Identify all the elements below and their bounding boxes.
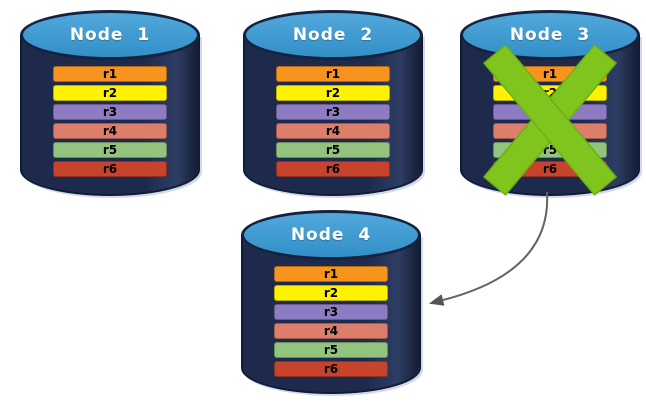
replica-label: r4 xyxy=(325,124,341,138)
node-2-replica-list: r1 r2 r3 r4 r5 r6 xyxy=(276,66,390,180)
replica-label: r6 xyxy=(323,362,339,376)
replica-bar-r4: r4 xyxy=(493,123,607,139)
replica-bar-r2: r2 xyxy=(274,285,388,301)
replica-bar-r5: r5 xyxy=(53,142,167,158)
replica-label: r3 xyxy=(542,105,558,119)
node-3-replica-list: r1 r2 r3 r4 r5 r6 xyxy=(493,66,607,180)
replica-bar-r4: r4 xyxy=(276,123,390,139)
replica-label: r1 xyxy=(323,267,339,281)
replica-label: r1 xyxy=(542,67,558,81)
replica-bar-r1: r1 xyxy=(53,66,167,82)
replica-bar-r3: r3 xyxy=(276,104,390,120)
replica-bar-r5: r5 xyxy=(276,142,390,158)
replica-label: r5 xyxy=(323,343,339,357)
replica-label: r2 xyxy=(325,86,341,100)
replica-label: r4 xyxy=(542,124,558,138)
node-1-title: Node 1 xyxy=(69,24,151,45)
replica-bar-r5: r5 xyxy=(274,342,388,358)
replica-label: r3 xyxy=(323,305,339,319)
node-4-cylinder-top: Node 4 xyxy=(241,210,421,260)
replica-bar-r3: r3 xyxy=(53,104,167,120)
replica-bar-r4: r4 xyxy=(274,323,388,339)
replica-bar-r2: r2 xyxy=(493,85,607,101)
node-4: Node 4 r1 r2 r3 r4 r5 r6 xyxy=(241,210,421,394)
node-4-replica-list: r1 r2 r3 r4 r5 r6 xyxy=(274,266,388,380)
failover-arrow xyxy=(428,191,549,306)
replica-label: r3 xyxy=(325,105,341,119)
replica-label: r6 xyxy=(102,162,118,176)
replica-bar-r3: r3 xyxy=(274,304,388,320)
replica-bar-r3: r3 xyxy=(493,104,607,120)
replica-label: r6 xyxy=(542,162,558,176)
replica-label: r4 xyxy=(102,124,118,138)
node-2: Node 2 r1 r2 r3 r4 r5 r6 xyxy=(243,10,423,196)
replica-label: r6 xyxy=(325,162,341,176)
node-4-title: Node 4 xyxy=(290,224,372,245)
replica-label: r3 xyxy=(102,105,118,119)
replica-bar-r6: r6 xyxy=(53,161,167,177)
replica-label: r4 xyxy=(323,324,339,338)
replica-bar-r6: r6 xyxy=(493,161,607,177)
replica-label: r1 xyxy=(102,67,118,81)
replica-label: r5 xyxy=(542,143,558,157)
replica-bar-r2: r2 xyxy=(53,85,167,101)
replica-label: r2 xyxy=(542,86,558,100)
replica-bar-r6: r6 xyxy=(276,161,390,177)
node-3: Node 3 r1 r2 r3 r4 r5 r6 xyxy=(460,10,640,196)
node-2-title: Node 2 xyxy=(292,24,374,45)
replica-bar-r1: r1 xyxy=(274,266,388,282)
replica-bar-r2: r2 xyxy=(276,85,390,101)
replica-bar-r6: r6 xyxy=(274,361,388,377)
replica-label: r5 xyxy=(325,143,341,157)
replica-label: r2 xyxy=(323,286,339,300)
replica-bar-r5: r5 xyxy=(493,142,607,158)
node-3-cylinder-top: Node 3 xyxy=(460,10,640,60)
replica-label: r5 xyxy=(102,143,118,157)
node-1-replica-list: r1 r2 r3 r4 r5 r6 xyxy=(53,66,167,180)
replica-bar-r1: r1 xyxy=(493,66,607,82)
node-1-cylinder-top: Node 1 xyxy=(20,10,200,60)
node-1: Node 1 r1 r2 r3 r4 r5 r6 xyxy=(20,10,200,196)
failover-arrow-line xyxy=(442,191,549,301)
node-3-title: Node 3 xyxy=(509,24,591,45)
replica-label: r2 xyxy=(102,86,118,100)
replica-bar-r4: r4 xyxy=(53,123,167,139)
replica-bar-r1: r1 xyxy=(276,66,390,82)
failover-arrowhead-icon xyxy=(428,294,445,306)
replica-label: r1 xyxy=(325,67,341,81)
node-2-cylinder-top: Node 2 xyxy=(243,10,423,60)
